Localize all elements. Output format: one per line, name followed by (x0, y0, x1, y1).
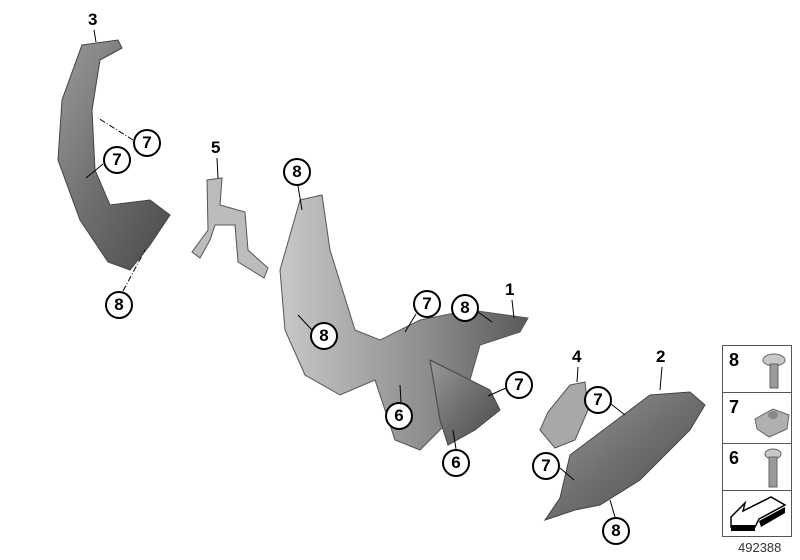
callout-8[interactable]: 8 (105, 291, 133, 319)
part-2-side-trim (543, 391, 706, 521)
diagram-id: 492388 (738, 540, 782, 555)
callout-7[interactable]: 7 (505, 371, 533, 399)
callout-6[interactable]: 6 (385, 402, 413, 430)
callout-7[interactable]: 7 (532, 452, 560, 480)
part-3-side-trim (57, 39, 171, 271)
legend-item-6[interactable]: 6 (723, 444, 791, 491)
callout-8[interactable]: 8 (310, 322, 338, 350)
legend-item-arrow[interactable] (723, 491, 791, 536)
part-number-1: 1 (505, 280, 515, 299)
part-number-3: 3 (88, 10, 98, 29)
legend-item-7[interactable]: 7 (723, 393, 791, 444)
callout-7[interactable]: 7 (413, 290, 441, 318)
part-1-lower-fin (429, 359, 501, 446)
callout-7[interactable]: 7 (103, 146, 131, 174)
part-number-4: 4 (572, 347, 582, 366)
legend-number: 6 (729, 448, 740, 468)
part-number-5: 5 (211, 138, 221, 157)
legend-item-8[interactable]: 8 (723, 346, 791, 393)
callout-8[interactable]: 8 (283, 158, 311, 186)
part-5-bracket (191, 177, 269, 279)
legend-number: 8 (729, 350, 740, 370)
callout-7[interactable]: 7 (584, 386, 612, 414)
callout-7[interactable]: 7 (133, 129, 161, 157)
callout-8[interactable]: 8 (451, 294, 479, 322)
part-number-2: 2 (656, 347, 666, 366)
leader-lines (85, 29, 663, 518)
fastener-legend: 8 7 6 (722, 345, 792, 537)
callout-8[interactable]: 8 (602, 517, 630, 545)
torx-screw-icon (762, 353, 786, 389)
clip-nut-icon (754, 408, 790, 438)
direction-arrow-icon (730, 496, 787, 531)
torx-bolt-icon (764, 448, 782, 488)
part-4-bracket (539, 381, 589, 449)
callout-6[interactable]: 6 (442, 449, 470, 477)
legend-number: 7 (729, 397, 740, 417)
